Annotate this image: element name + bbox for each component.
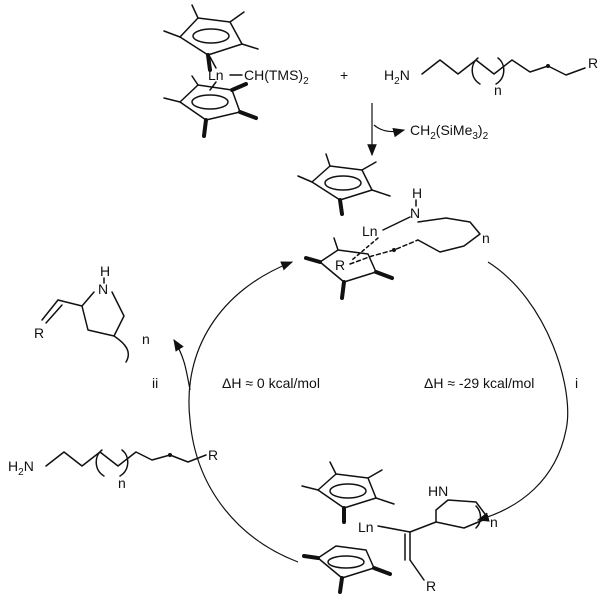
chain-repeat-n: n: [494, 82, 502, 98]
intermediate-bottom-r: R: [426, 578, 436, 594]
byproduct-arrow: [373, 124, 406, 138]
intermediate-bottom-metal: Ln: [358, 519, 374, 535]
catalyst-structure: Ln CH(TMS)2: [163, 4, 309, 138]
catalyst-ligand-label: CH(TMS)2: [244, 67, 309, 87]
intermediate-top-metal: Ln: [362, 223, 378, 239]
product-n: N: [98, 281, 108, 297]
substituent-r: R: [588, 55, 598, 71]
energy-label-left: ΔH ≈ 0 kcal/mol: [222, 375, 320, 391]
product-h: H: [100, 263, 110, 279]
amine-label-left: H2N: [8, 458, 34, 478]
product-r: R: [34, 325, 44, 341]
amine-label: H2N: [384, 67, 410, 87]
intermediate-top-r: R: [335, 257, 345, 273]
catalyst-metal-label: Ln: [208, 67, 224, 83]
aminoallene-substrate-left: H2N n R: [8, 447, 218, 491]
substituent-r-left: R: [208, 447, 218, 463]
cp-star-ring-upper: [163, 4, 259, 72]
product-n-repeat: n: [142, 331, 150, 347]
step-label-ii: ii: [152, 375, 158, 391]
intermediate-top-n: N: [410, 205, 420, 221]
energy-label-right: ΔH ≈ -29 kcal/mol: [424, 375, 534, 391]
cp-star-ring-lower: [163, 75, 258, 138]
intermediate-bottom-n-repeat: n: [490, 514, 498, 530]
intermediate-top-structure: Ln N H R n: [297, 153, 490, 300]
plus-sign: +: [340, 67, 348, 83]
intermediate-bottom-hn: HN: [428, 483, 448, 499]
cycle-arrow-step-ii: [188, 261, 299, 563]
aminoallene-substrate-top: H2N n R: [384, 55, 598, 98]
intermediate-top-h: H: [412, 185, 422, 201]
step-label-i: i: [575, 375, 578, 391]
intermediate-bottom-structure: Ln R HN n: [301, 461, 498, 594]
intermediate-top-n-repeat: n: [482, 230, 490, 246]
cycle-arrow-step-i: [476, 261, 569, 522]
byproduct-label: CH2(SiMe3)2: [410, 122, 489, 142]
product-structure: H N n R: [34, 263, 150, 363]
product-release-arrow: [173, 338, 191, 391]
chain-repeat-n-left: n: [118, 475, 126, 491]
